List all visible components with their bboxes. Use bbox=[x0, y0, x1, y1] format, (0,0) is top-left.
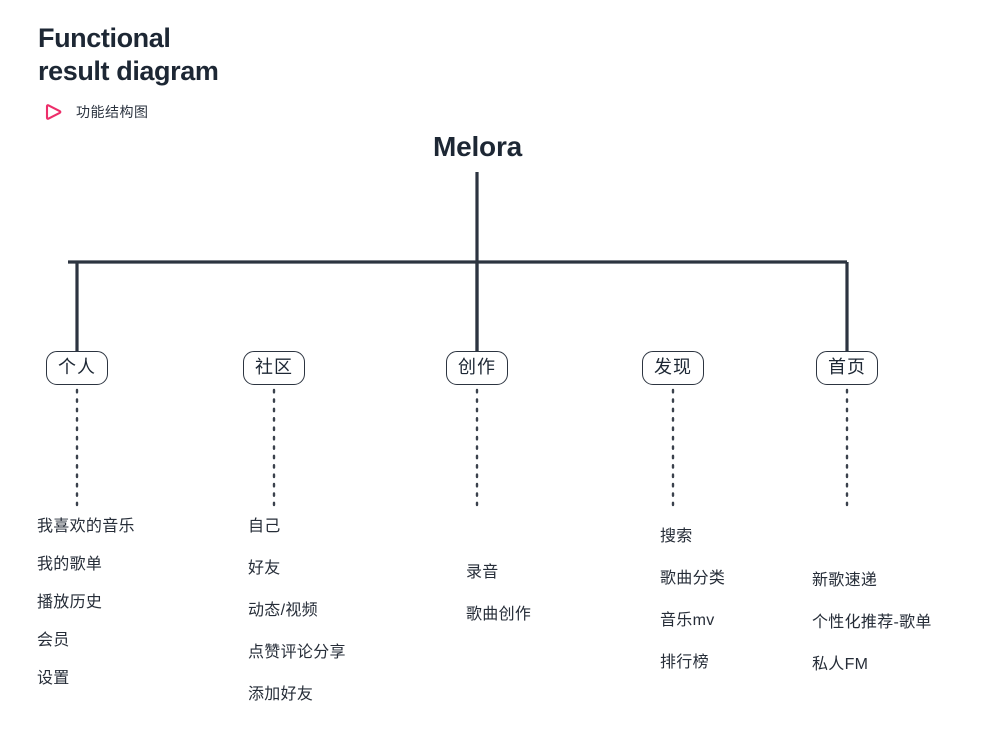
leaf-item[interactable]: 音乐mv bbox=[660, 612, 715, 629]
leaf-item[interactable]: 录音 bbox=[466, 564, 499, 581]
leaf-item[interactable]: 私人FM bbox=[812, 656, 869, 673]
leaf-item[interactable]: 会员 bbox=[37, 632, 70, 649]
tree-node-3[interactable]: 创作 bbox=[446, 351, 508, 385]
tree-node-label: 个人 bbox=[58, 357, 96, 377]
leaf-item[interactable]: 新歌速递 bbox=[812, 572, 878, 589]
tree-node-label: 创作 bbox=[458, 357, 496, 377]
leaf-item[interactable]: 播放历史 bbox=[37, 594, 103, 611]
leaf-item[interactable]: 我喜欢的音乐 bbox=[37, 518, 135, 535]
leaf-column-5: 新歌速递个性化推荐-歌单私人FM bbox=[812, 566, 932, 674]
root-node-label: Melora bbox=[432, 131, 523, 162]
leaf-item[interactable]: 动态/视频 bbox=[248, 602, 318, 619]
subtitle-label: 功能结构图 bbox=[76, 103, 149, 120]
header: Functional result diagram 功能结构图 bbox=[38, 22, 458, 122]
leaf-item[interactable]: 歌曲创作 bbox=[466, 606, 532, 623]
tree-node-5[interactable]: 首页 bbox=[816, 351, 878, 385]
tree-node-4[interactable]: 发现 bbox=[642, 351, 704, 385]
leaf-column-3: 录音歌曲创作 bbox=[466, 558, 531, 624]
tree-node-label: 首页 bbox=[828, 357, 866, 377]
tree-node-2[interactable]: 社区 bbox=[243, 351, 305, 385]
tree-node-label: 发现 bbox=[654, 357, 692, 377]
tree-node-1[interactable]: 个人 bbox=[46, 351, 108, 385]
leaf-item[interactable]: 排行榜 bbox=[660, 654, 709, 671]
tree-node-label: 社区 bbox=[255, 357, 293, 377]
leaf-column-1: 我喜欢的音乐我的歌单播放历史会员设置 bbox=[37, 512, 135, 688]
leaf-item[interactable]: 搜索 bbox=[660, 528, 693, 545]
play-triangle-icon bbox=[45, 104, 62, 120]
leaf-item[interactable]: 好友 bbox=[248, 560, 281, 577]
subtitle-row: 功能结构图 bbox=[44, 102, 458, 122]
leaf-item[interactable]: 个性化推荐-歌单 bbox=[812, 614, 932, 631]
leaf-column-2: 自己好友动态/视频点赞评论分享添加好友 bbox=[248, 512, 346, 704]
leaf-item[interactable]: 点赞评论分享 bbox=[248, 644, 346, 661]
page-title: Functional result diagram bbox=[38, 23, 219, 86]
leaf-item[interactable]: 设置 bbox=[37, 670, 70, 687]
leaf-item[interactable]: 自己 bbox=[248, 518, 281, 535]
leaf-item[interactable]: 歌曲分类 bbox=[660, 570, 726, 587]
leaf-item[interactable]: 添加好友 bbox=[248, 686, 314, 703]
leaf-column-4: 搜索歌曲分类音乐mv 排行榜 bbox=[660, 522, 725, 672]
leaf-item[interactable]: 我的歌单 bbox=[37, 556, 103, 573]
